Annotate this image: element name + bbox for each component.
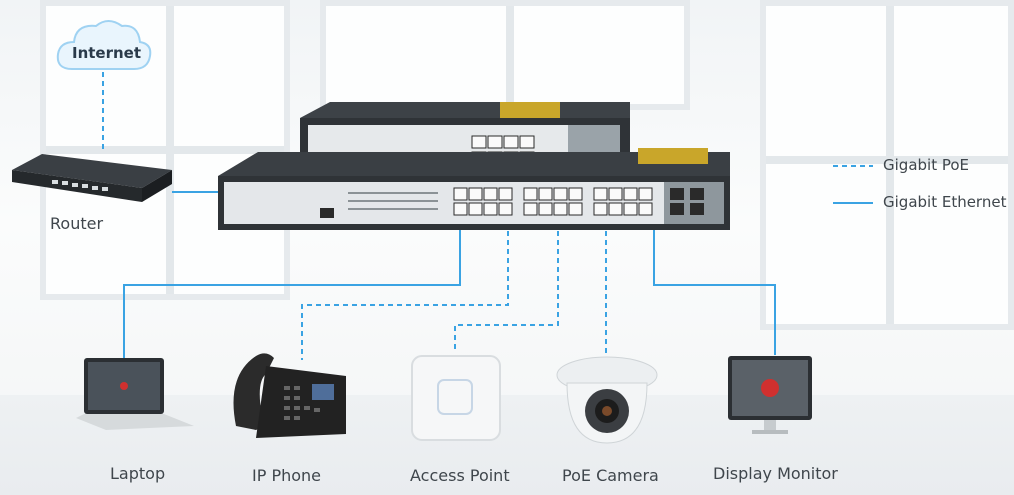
ip-phone-icon — [233, 353, 346, 438]
ip-phone-label: IP Phone — [252, 466, 322, 485]
router-label: Router — [50, 214, 104, 233]
cloud-label: Internet — [72, 44, 142, 62]
access-point-label: Access Point — [410, 466, 510, 485]
display-monitor-link — [653, 222, 776, 355]
legend-ethernet-label: Gigabit Ethernet — [883, 193, 1007, 211]
display-monitor-icon — [728, 356, 812, 434]
laptop-label: Laptop — [110, 464, 166, 483]
laptop-link — [123, 222, 461, 358]
cloud-icon — [56, 20, 152, 70]
laptop-icon — [76, 358, 194, 430]
ip-phone-link — [301, 222, 509, 360]
floor — [0, 395, 1014, 495]
background-window-right — [760, 0, 1014, 330]
display-monitor-label: Display Monitor — [713, 464, 838, 483]
main-switch-icon — [218, 148, 730, 230]
poe-camera-label: PoE Camera — [562, 466, 659, 485]
router-icon — [12, 154, 172, 202]
legend-poe-label: Gigabit PoE — [883, 156, 970, 174]
poe-camera-icon — [556, 356, 658, 444]
access-point-icon — [411, 355, 501, 441]
access-point-link — [454, 222, 559, 352]
